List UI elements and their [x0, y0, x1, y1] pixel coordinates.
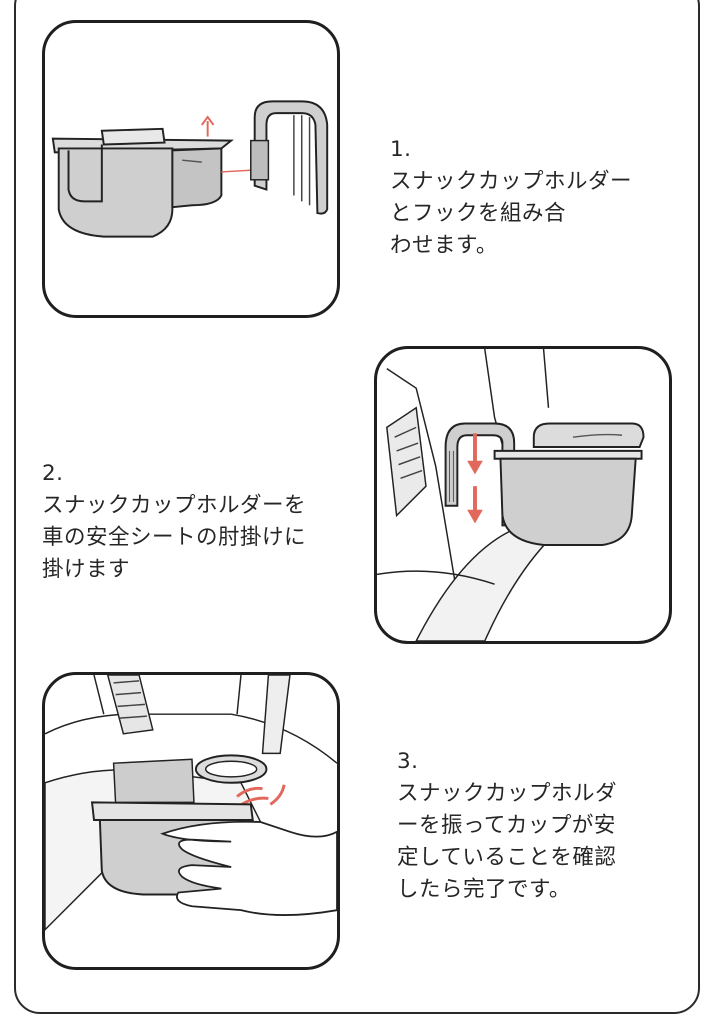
step-2-line-3: 掛けます [42, 557, 131, 582]
step-2-line-1: スナックカップホルダーを [42, 493, 307, 518]
step-1-text: 1. スナックカップホルダー とフックを組み合 わせます。 [390, 134, 632, 262]
step-3-line-2: ーを振ってカップが安 [397, 813, 616, 838]
step-3-number: 3. [397, 749, 419, 774]
step-2-number: 2. [42, 461, 64, 486]
step-2-text: 2. スナックカップホルダーを 車の安全シートの肘掛けに 掛けます [42, 458, 306, 586]
step-3-line-1: スナックカップホルダ [397, 781, 618, 806]
step-1-line-1: スナックカップホルダー [390, 169, 633, 194]
step-2-illustration [374, 346, 672, 644]
step-3-text: 3. スナックカップホルダ ーを振ってカップが安 定していることを確認 したら完… [397, 746, 617, 906]
holder-and-hook-drawing [51, 100, 329, 238]
holder-on-armrest-drawing [377, 349, 645, 641]
arrow-down-icon [467, 433, 483, 524]
step-3-line-4: したら完了です。 [397, 877, 571, 902]
step-3-illustration [42, 672, 340, 970]
holder-stability-check-drawing [45, 675, 337, 931]
step-2-line-2: 車の安全シートの肘掛けに [42, 525, 307, 550]
step-1-illustration [42, 20, 340, 318]
arrow-up-icon [200, 115, 215, 137]
step-1-line-3: わせます。 [390, 233, 498, 258]
step-1-line-2: とフックを組み合 [390, 201, 567, 226]
step-1-number: 1. [390, 137, 412, 162]
step-3-line-3: 定していることを確認 [397, 845, 617, 870]
